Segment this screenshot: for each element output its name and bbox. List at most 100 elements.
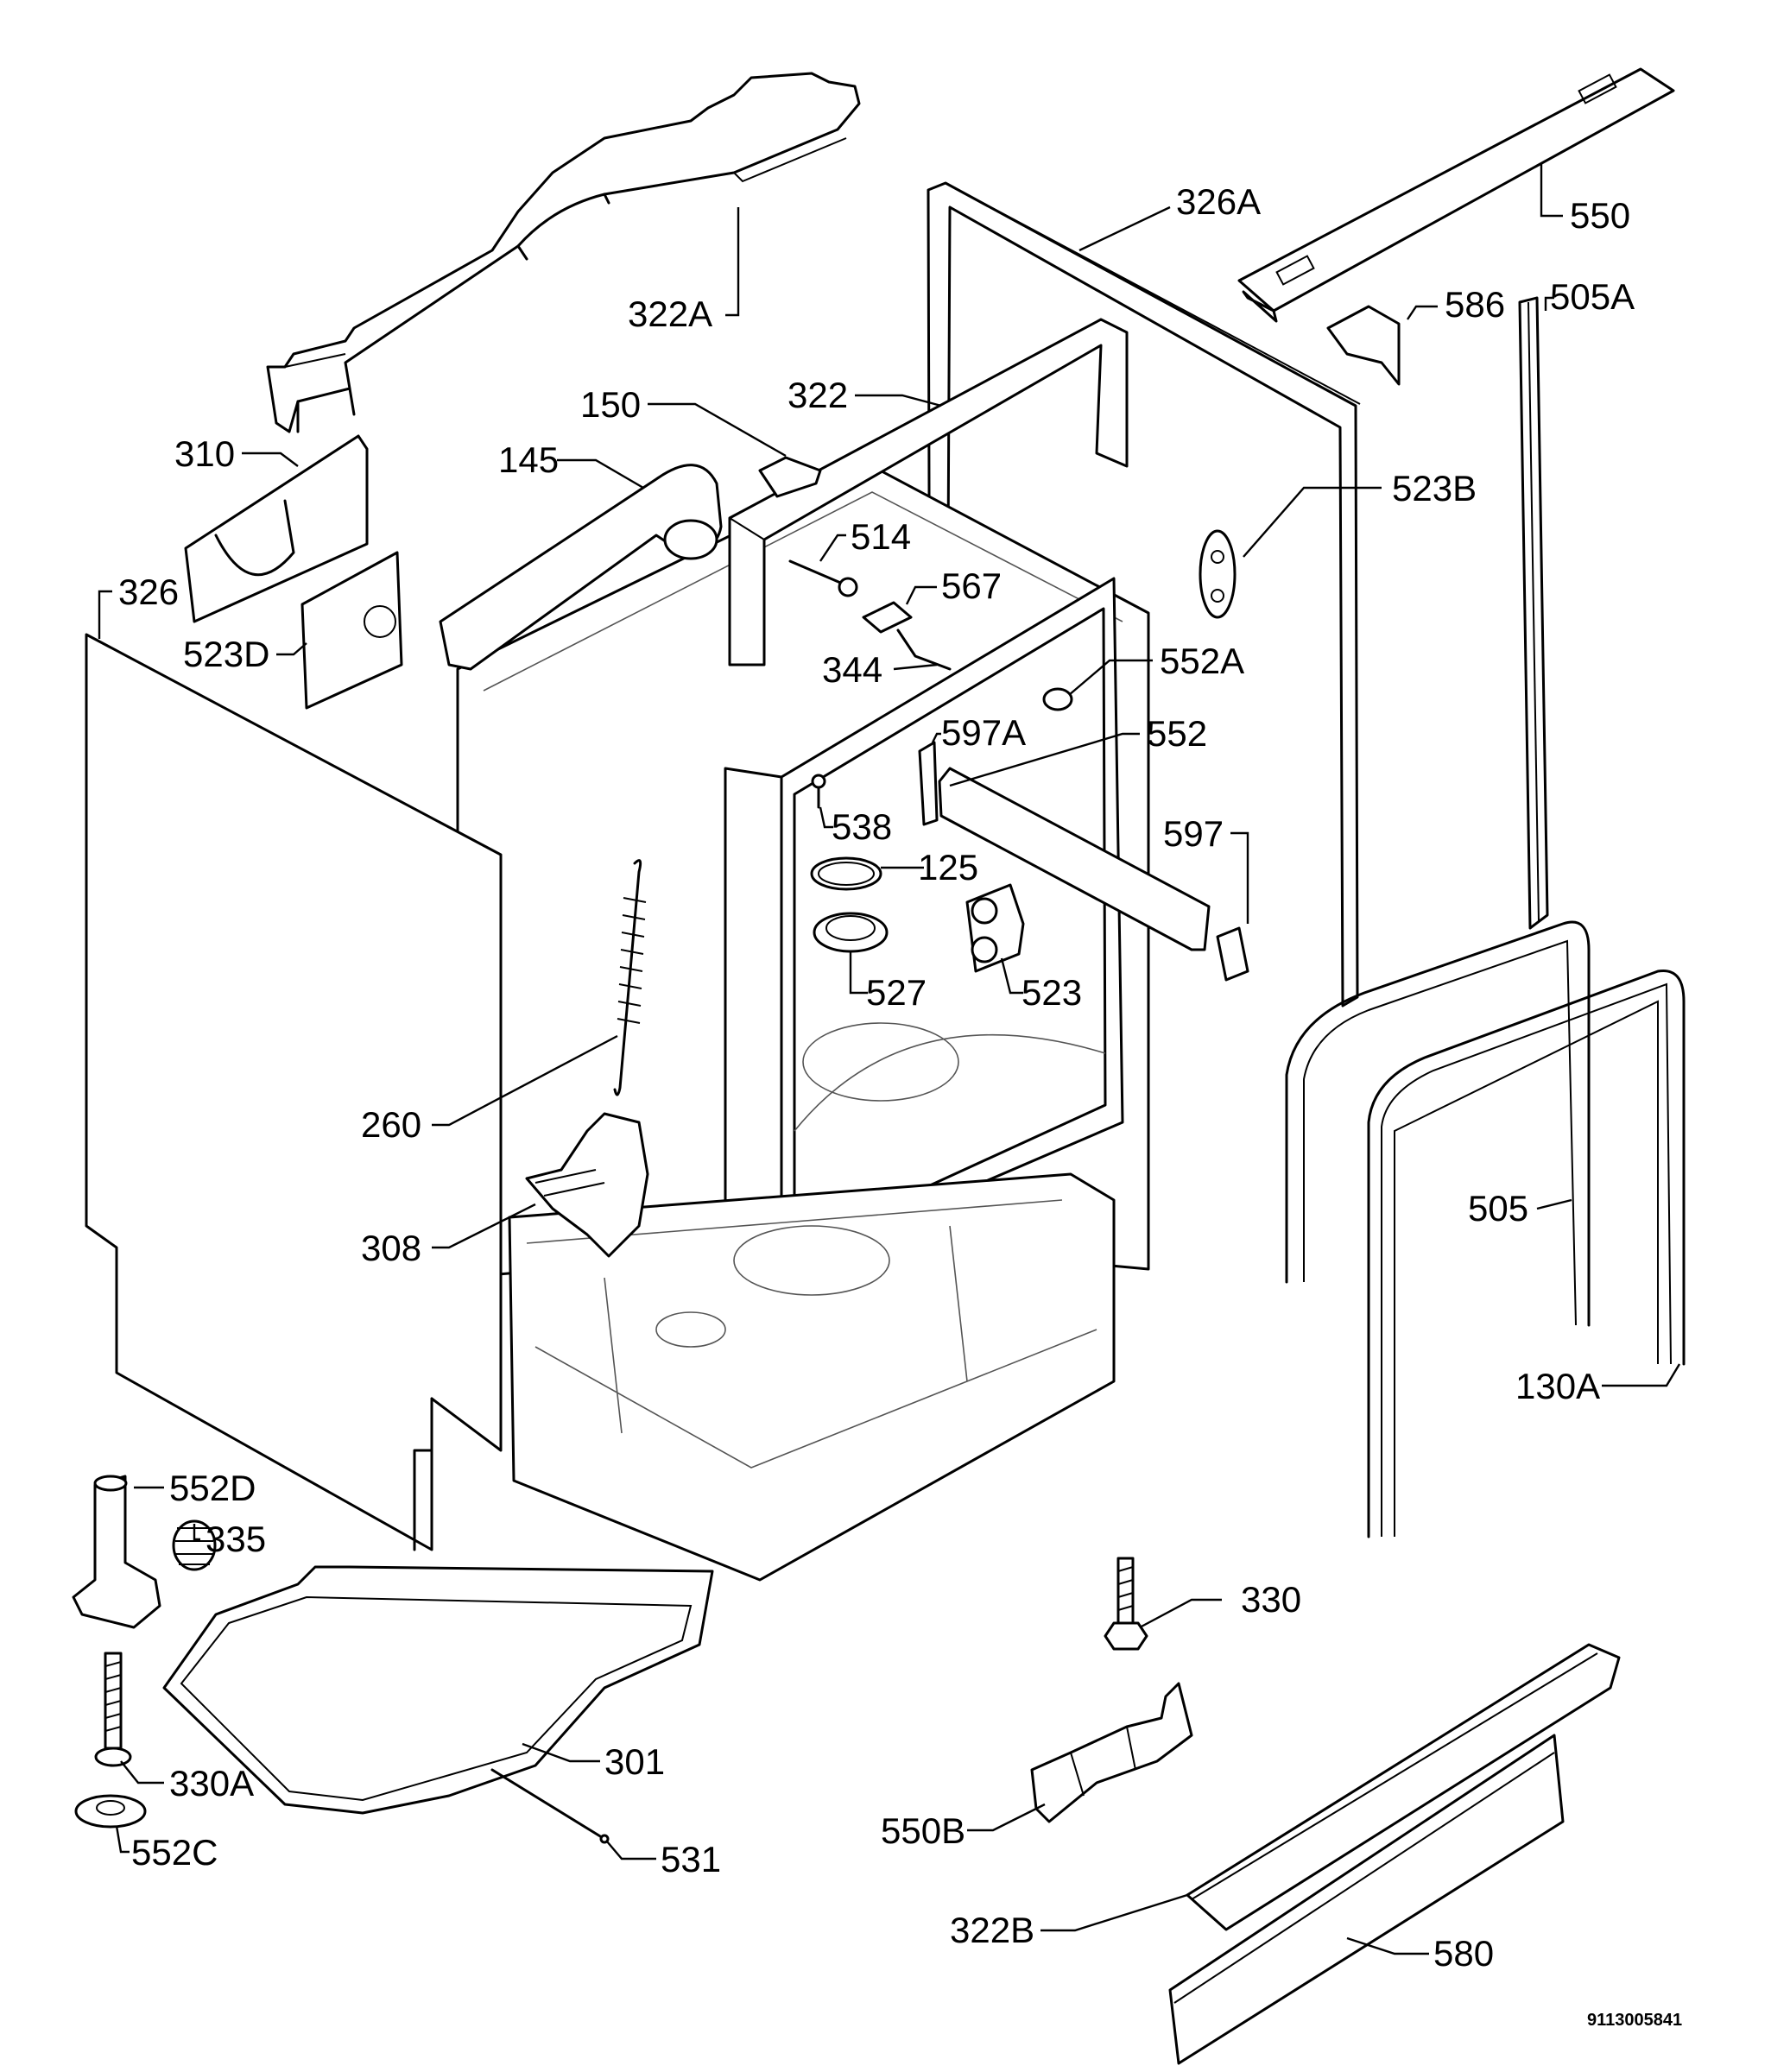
leader-586	[1407, 305, 1438, 320]
part-552-rail	[938, 767, 1211, 951]
part-260-spring	[613, 859, 647, 1096]
leader-552c	[115, 1825, 130, 1854]
leader-523b	[1243, 486, 1382, 558]
callout-130a: 130A	[1515, 1366, 1600, 1406]
callout-552: 552	[1147, 713, 1207, 754]
leader-567	[905, 585, 937, 605]
leader-310	[242, 452, 299, 467]
part-514-screw	[788, 559, 858, 597]
part-505-seal	[1285, 920, 1591, 1327]
leader-523d	[276, 642, 307, 656]
leader-145	[557, 458, 644, 490]
part-552c-disc	[74, 1794, 147, 1829]
part-538-screw	[811, 774, 826, 809]
callout-330a: 330A	[169, 1763, 254, 1804]
part-310-cover	[184, 434, 369, 623]
leader-550b	[967, 1803, 1046, 1832]
part-322b-bottom-rail	[1186, 1643, 1621, 1931]
callout-580: 580	[1433, 1933, 1494, 1974]
callout-308: 308	[361, 1228, 421, 1268]
leader-322	[855, 394, 942, 407]
leader-330	[1139, 1598, 1222, 1629]
part-130a-seal	[1367, 969, 1686, 1538]
leader-330a	[120, 1760, 164, 1785]
callout-523: 523	[1022, 972, 1082, 1013]
callout-125: 125	[918, 847, 978, 888]
part-322a-top-rail	[266, 72, 861, 433]
callout-527: 527	[866, 972, 927, 1013]
part-base-frame	[508, 1172, 1116, 1582]
leader-344	[893, 663, 938, 671]
callout-505a: 505A	[1550, 276, 1635, 317]
part-523d-gasket	[300, 551, 403, 710]
leader-505a	[1544, 296, 1554, 311]
part-145-fill-pipe	[439, 464, 723, 671]
callout-335: 335	[206, 1519, 266, 1559]
part-523b-gasket	[1199, 529, 1237, 619]
leader-326a	[1078, 205, 1171, 252]
part-301-base-tray	[162, 1565, 714, 1815]
part-326-left-panel	[85, 633, 503, 1551]
leader-322b	[1040, 1893, 1188, 1932]
callout-552d: 552D	[169, 1468, 256, 1508]
callout-597a: 597A	[941, 712, 1026, 753]
leader-550	[1540, 164, 1563, 218]
part-552d-foot	[72, 1475, 161, 1629]
leader-514	[819, 534, 846, 562]
leader-538	[819, 806, 833, 829]
drawing-number: 9113005841	[1587, 2011, 1682, 2030]
callout-labels: 326A 550 322A 586 505A 150 322 310 145 5…	[118, 181, 1635, 1974]
part-330-foot-screw	[1104, 1557, 1148, 1651]
callout-523d: 523D	[183, 634, 269, 674]
callout-326a: 326A	[1176, 181, 1261, 222]
leader-505	[1536, 1198, 1572, 1210]
part-125-o-ring	[810, 856, 882, 891]
leader-597	[1230, 831, 1249, 924]
part-335-gear	[172, 1519, 217, 1571]
part-322-top-frame	[728, 318, 1129, 666]
leader-552	[949, 732, 1140, 787]
leader-301	[522, 1742, 600, 1763]
leader-580	[1346, 1936, 1429, 1955]
part-550b-bracket	[1030, 1682, 1193, 1823]
leader-308	[432, 1203, 536, 1249]
part-586-bracket	[1326, 305, 1401, 386]
leader-531	[606, 1841, 656, 1860]
part-597a-hook	[918, 741, 939, 826]
callout-550: 550	[1570, 195, 1630, 236]
part-531-rod	[490, 1768, 610, 1844]
callout-322a: 322A	[628, 294, 712, 334]
part-597-clip	[1216, 926, 1249, 982]
leader-597a	[931, 732, 941, 743]
callout-531: 531	[661, 1839, 721, 1879]
callout-145: 145	[498, 439, 559, 480]
part-505a-seal-strip	[1518, 296, 1549, 930]
leader-260	[432, 1034, 618, 1127]
part-330a-screw	[94, 1652, 132, 1767]
part-308-hinge	[525, 1112, 649, 1258]
leader-335	[193, 1524, 200, 1541]
part-552a-cap	[1042, 687, 1073, 711]
callout-523b: 523B	[1392, 468, 1477, 509]
part-527-nut	[813, 912, 889, 953]
callout-260: 260	[361, 1104, 421, 1145]
callout-567: 567	[941, 565, 1002, 606]
callout-150: 150	[580, 384, 641, 425]
leader-130a	[1602, 1363, 1681, 1387]
part-inner-door-frame	[724, 577, 1124, 1271]
leader-552a	[1068, 659, 1153, 696]
leader-527	[849, 951, 868, 995]
leader-322a	[725, 207, 740, 317]
callout-344: 344	[822, 649, 882, 690]
leader-523	[1000, 957, 1023, 995]
part-344-spring-wire	[896, 629, 952, 671]
callout-586: 586	[1445, 284, 1505, 325]
callout-301: 301	[604, 1741, 665, 1782]
leader-lines	[98, 164, 1681, 1955]
callout-538: 538	[832, 806, 892, 847]
part-150-bracket	[758, 456, 822, 498]
callout-505: 505	[1468, 1188, 1528, 1229]
part-550-mounting-strip	[1237, 67, 1675, 323]
callout-514: 514	[851, 516, 911, 557]
